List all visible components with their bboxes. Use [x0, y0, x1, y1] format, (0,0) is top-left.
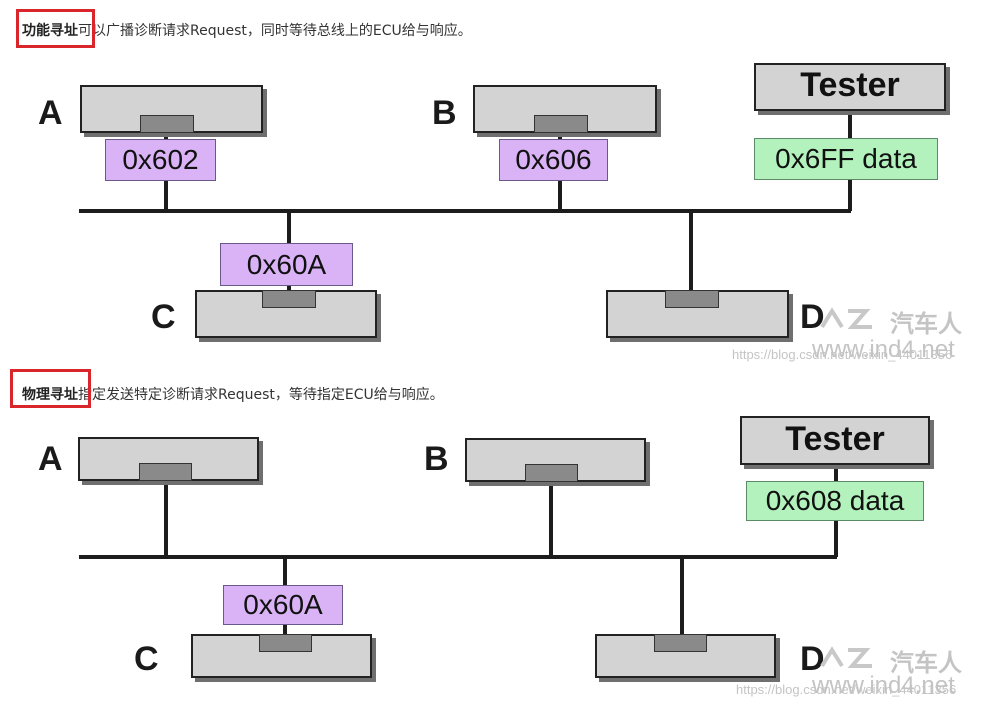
can-bus-line: [79, 209, 851, 213]
node-b-id-label: 0x606: [499, 139, 608, 181]
node-c-port: [259, 634, 312, 652]
tester-label: Tester: [800, 66, 900, 104]
ind4-logo-icon: [820, 307, 872, 329]
node-d-drop-line: [680, 557, 684, 635]
node-a-port: [140, 115, 194, 133]
watermark-brand: 汽车人: [890, 650, 962, 677]
node-c-id-label: 0x60A: [220, 243, 353, 286]
node-a-id-label: 0x602: [105, 139, 216, 181]
node-c-letter: C: [134, 640, 159, 678]
node-d-drop-line: [689, 211, 693, 294]
tester-message-label: 0x6FF data: [754, 138, 938, 180]
node-d-letter: D: [800, 298, 825, 336]
watermark-site: www.ind4.net: [812, 336, 955, 363]
caption-text: 指定发送特定诊断请求Request，等待指定ECU给与响应。: [78, 387, 444, 403]
tester-label: Tester: [785, 420, 885, 458]
highlight-box: [16, 9, 95, 48]
node-a-letter: A: [38, 94, 63, 132]
node-c-id-label: 0x60A: [223, 585, 343, 625]
watermark-site: www.ind4.net: [812, 672, 955, 699]
watermark-blog-url: https://blog.csdn.net/weixin_44011356: [736, 682, 957, 697]
node-b-port: [534, 115, 588, 133]
node-b-letter: B: [424, 440, 449, 478]
node-d-port: [665, 290, 719, 308]
node-d-port: [654, 634, 707, 652]
caption-physical: 物理寻址指定发送特定诊断请求Request，等待指定ECU给与响应。: [22, 384, 444, 404]
tester-box: [754, 63, 946, 111]
highlight-box: [10, 369, 91, 408]
caption-highlight: 功能寻址: [22, 23, 78, 39]
caption-functional: 功能寻址可以广播诊断请求Request，同时等待总线上的ECU给与响应。: [22, 20, 472, 40]
node-b-drop-line: [549, 481, 553, 557]
node-a-letter: A: [38, 440, 63, 478]
can-bus-line: [79, 555, 837, 559]
watermark-brand: 汽车人: [890, 311, 962, 338]
tester-message-label: 0x608 data: [746, 481, 924, 521]
caption-text: 可以广播诊断请求Request，同时等待总线上的ECU给与响应。: [78, 23, 472, 39]
node-c-letter: C: [151, 298, 176, 336]
node-b-port: [525, 464, 578, 482]
node-c-port: [262, 290, 316, 308]
node-a-port: [139, 463, 192, 481]
ind4-logo-icon: [820, 646, 872, 668]
node-d-letter: D: [800, 640, 825, 678]
watermark-blog-url: https://blog.csdn.net/weixin_44011356: [732, 347, 953, 362]
tester-box: [740, 416, 930, 465]
caption-highlight: 物理寻址: [22, 387, 78, 403]
node-a-drop-line: [164, 479, 168, 557]
node-b-letter: B: [432, 94, 457, 132]
